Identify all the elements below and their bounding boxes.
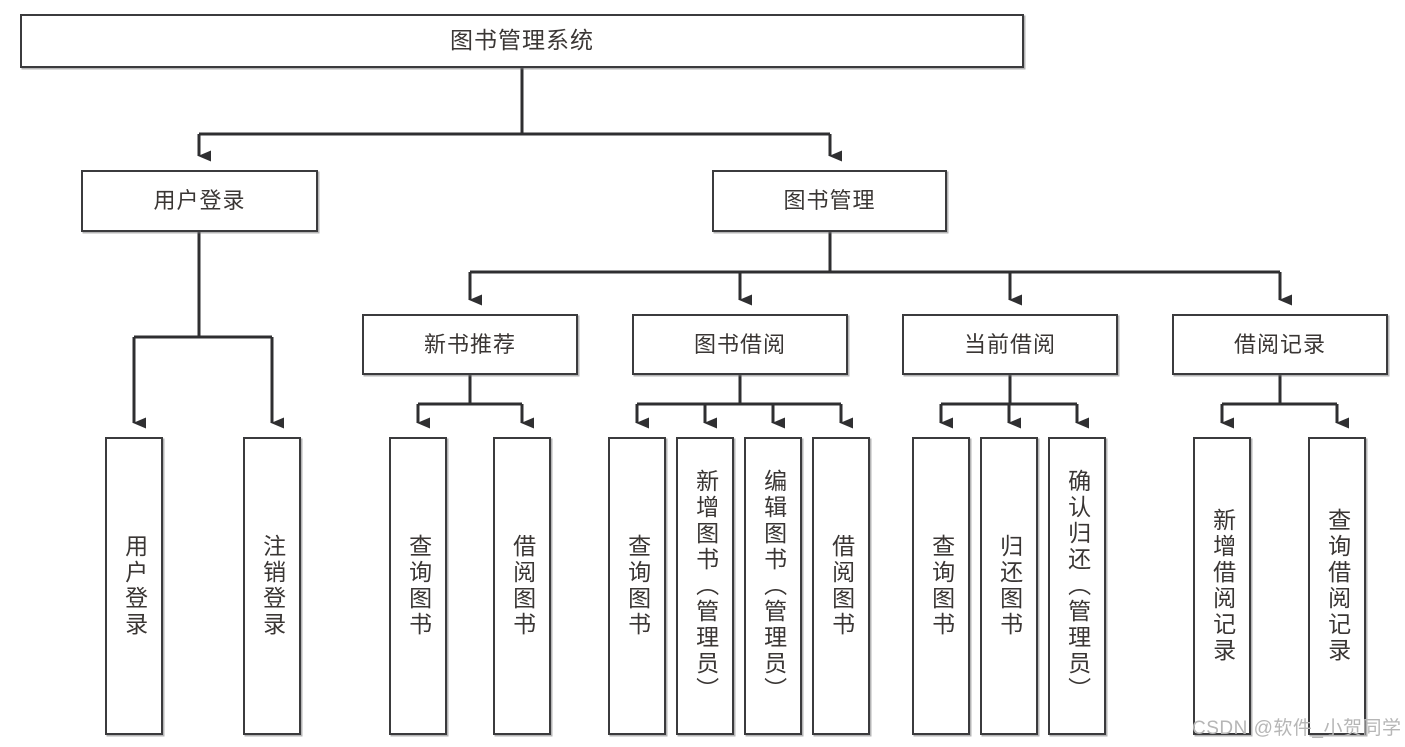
node-current-borrow[interactable]: 当前借阅 [902, 314, 1118, 375]
leaf-borrow-book-2-label: 借阅图书 [828, 534, 855, 638]
node-book-manage-label: 图书管理 [783, 188, 876, 214]
node-borrow-record[interactable]: 借阅记录 [1172, 314, 1388, 375]
leaf-edit-book-label: 编辑图书（管理员） [760, 469, 787, 703]
leaf-query-book-2-label: 查询图书 [624, 534, 651, 638]
node-user-login-label: 用户登录 [153, 188, 246, 214]
watermark-text: CSDN @软件_小贺同学 [1192, 718, 1402, 739]
node-new-book-rec-label: 新书推荐 [423, 331, 516, 357]
leaf-add-book-label: 新增图书（管理员） [692, 469, 719, 703]
leaf-borrow-book-2[interactable]: 借阅图书 [812, 437, 870, 735]
node-new-book-rec[interactable]: 新书推荐 [362, 314, 578, 375]
node-book-borrow[interactable]: 图书借阅 [632, 314, 848, 375]
node-book-manage[interactable]: 图书管理 [712, 170, 947, 232]
leaf-borrow-book-1-label: 借阅图书 [509, 534, 536, 638]
leaf-confirm-return[interactable]: 确认归还（管理员） [1048, 437, 1106, 735]
node-borrow-record-label: 借阅记录 [1233, 331, 1326, 357]
leaf-add-record[interactable]: 新增借阅记录 [1193, 437, 1251, 735]
leaf-return-book-label: 归还图书 [996, 534, 1023, 638]
leaf-user-login[interactable]: 用户登录 [105, 437, 163, 735]
leaf-query-book-3[interactable]: 查询图书 [912, 437, 970, 735]
node-current-borrow-label: 当前借阅 [963, 331, 1056, 357]
leaf-add-book[interactable]: 新增图书（管理员） [676, 437, 734, 735]
leaf-confirm-return-label: 确认归还（管理员） [1064, 469, 1091, 703]
leaf-query-book-2[interactable]: 查询图书 [608, 437, 666, 735]
node-book-borrow-label: 图书借阅 [693, 331, 786, 357]
node-root[interactable]: 图书管理系统 [20, 14, 1024, 68]
leaf-edit-book[interactable]: 编辑图书（管理员） [744, 437, 802, 735]
leaf-return-book[interactable]: 归还图书 [980, 437, 1038, 735]
leaf-add-record-label: 新增借阅记录 [1209, 508, 1236, 664]
leaf-borrow-book-1[interactable]: 借阅图书 [493, 437, 551, 735]
node-user-login[interactable]: 用户登录 [81, 170, 318, 232]
leaf-logout-login[interactable]: 注销登录 [243, 437, 301, 735]
leaf-query-book-1[interactable]: 查询图书 [389, 437, 447, 735]
node-root-label: 图书管理系统 [450, 27, 594, 54]
leaf-query-book-3-label: 查询图书 [928, 534, 955, 638]
leaf-query-record-label: 查询借阅记录 [1324, 508, 1351, 664]
leaf-user-login-label: 用户登录 [121, 534, 148, 638]
leaf-logout-login-label: 注销登录 [259, 534, 286, 638]
leaf-query-book-1-label: 查询图书 [405, 534, 432, 638]
leaf-query-record[interactable]: 查询借阅记录 [1308, 437, 1366, 735]
